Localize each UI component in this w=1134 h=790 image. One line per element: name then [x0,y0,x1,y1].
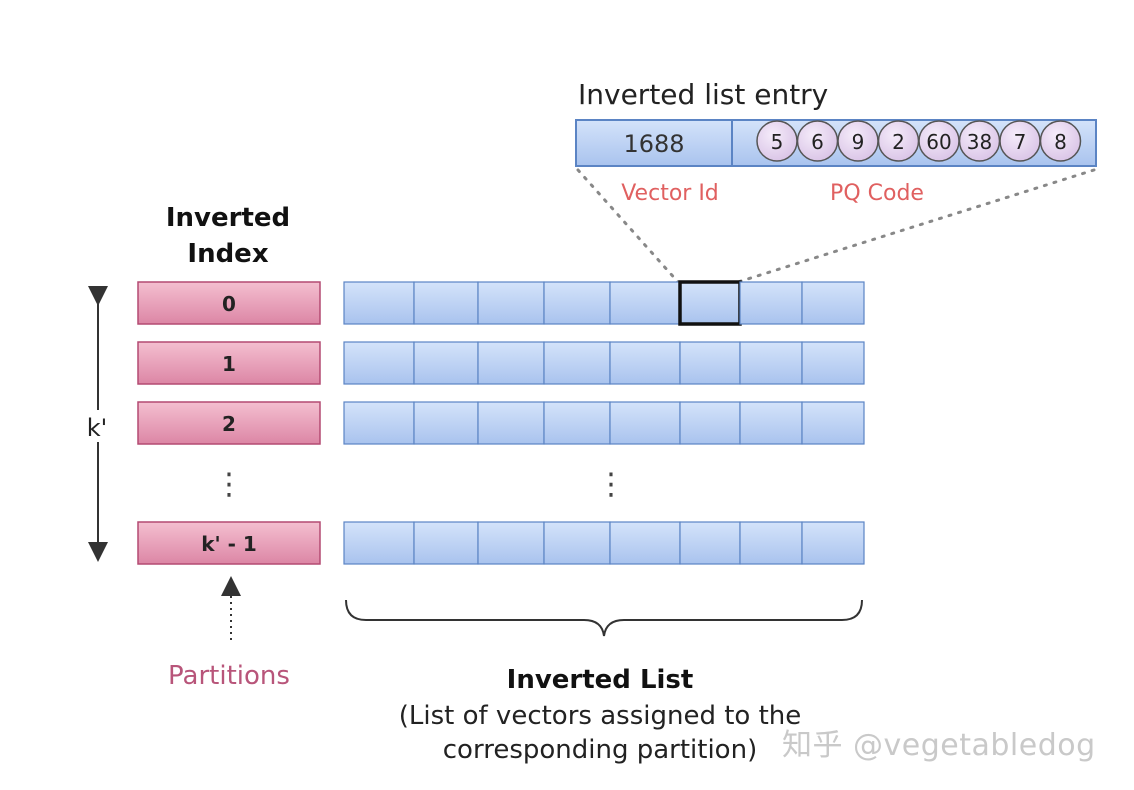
list-cell [801,401,865,445]
list-cell [477,521,545,565]
list-title: Inverted List [507,665,694,695]
partition-box [137,401,321,445]
list-cell [343,401,415,445]
list-cell [609,281,681,325]
list-cell [679,521,741,565]
list-cell [343,341,415,385]
partition-box [137,281,321,325]
list-cell [679,401,741,445]
list-cell [801,281,865,325]
list-cell [343,521,415,565]
list-cell [739,521,803,565]
list-subtitle-line1: (List of vectors assigned to the [399,701,802,731]
list-cell [739,401,803,445]
pq-code-label: PQ Code [830,181,924,206]
partition-label: 0 [222,292,236,316]
partition-box [137,341,321,385]
pq-code-value: 7 [1014,130,1027,154]
list-cell [413,281,479,325]
partition-label: 1 [222,352,236,376]
list-cell [543,401,611,445]
list-cell [413,401,479,445]
pq-code-value: 2 [892,130,905,154]
k-label-bg [80,410,116,442]
list-cell [801,341,865,385]
list-cell [609,521,681,565]
list-ellipsis: ⋮ [596,467,626,502]
partition-box [137,521,321,565]
list-subtitle-line2: corresponding partition) [443,735,757,765]
zoom-line-right [736,168,1096,284]
partition-label: k' - 1 [201,532,257,556]
partitions-ellipsis: ⋮ [214,467,244,502]
list-cell [609,401,681,445]
index-title-line2: Index [187,239,268,269]
list-cell [543,281,611,325]
list-cell [343,281,415,325]
list-cell [609,341,681,385]
list-cell [477,341,545,385]
inverted-list-rows [343,280,865,565]
list-cell [543,521,611,565]
pq-code-value: 8 [1054,130,1067,154]
list-cell [477,401,545,445]
vector-id-value: 1688 [623,130,684,158]
partition-label: 2 [222,412,236,436]
pq-code-circle [1039,120,1082,162]
pq-code-value: 6 [811,130,824,154]
pq-code-value: 9 [852,130,865,154]
list-cell [739,341,803,385]
list-cell [739,281,803,325]
list-brace [345,599,863,637]
list-cell [679,341,741,385]
list-cell [413,341,479,385]
entry-title: Inverted list entry [578,78,828,111]
list-cell [801,521,865,565]
pq-code-circles: 5 6 9 2 60 38 7 8 [756,120,1082,162]
list-cell [679,281,741,325]
partitions-column: 0 1 2 k' - 1 [137,281,321,565]
pq-code-value: 60 [926,130,951,154]
pq-code-value: 5 [771,130,784,154]
list-cell [413,521,479,565]
index-title-line1: Inverted [166,203,290,233]
list-cell [543,341,611,385]
partitions-label: Partitions [168,661,290,691]
k-label: k' [87,414,108,442]
inverted-list-entry: 1688 5 6 9 2 60 38 7 8 [575,119,1097,167]
list-cell [477,281,545,325]
pq-code-value: 38 [967,130,992,154]
watermark: 知乎 @vegetabledog [782,728,1096,763]
vector-id-label: Vector Id [621,181,719,206]
